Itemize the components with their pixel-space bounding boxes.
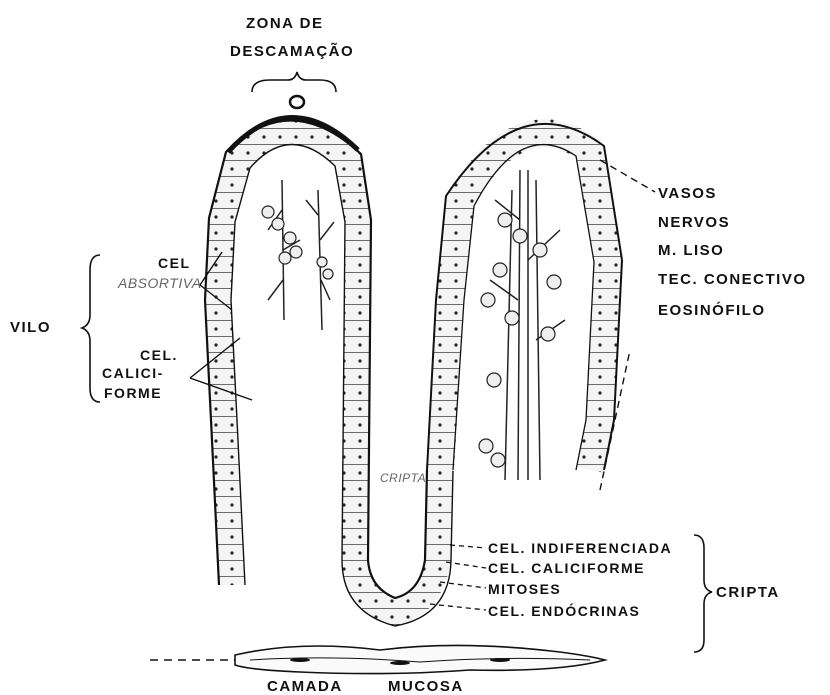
cripta-label: CRIPTA bbox=[716, 585, 780, 600]
cel-endocrinas-label: CEL. ENDÓCRINAS bbox=[488, 604, 640, 618]
cel-caliciforme-line2: CALICI- bbox=[102, 366, 164, 380]
cel-absortiva-line1: CEL bbox=[158, 256, 191, 270]
cel-caliciforme-line3: FORME bbox=[104, 386, 162, 400]
mitoses-label: MITOSES bbox=[488, 582, 561, 596]
camada-label: CAMADA bbox=[267, 679, 343, 694]
left-villus-cells bbox=[262, 206, 333, 279]
eosinofilo-label: EOSINÓFILO bbox=[658, 303, 766, 318]
zona-label-line2: DESCAMAÇÃO bbox=[230, 44, 354, 59]
mucosa-label: MUCOSA bbox=[388, 679, 464, 694]
shed-cell-icon bbox=[290, 96, 304, 108]
vilo-label: VILO bbox=[10, 320, 51, 335]
m-liso-label: M. LISO bbox=[658, 243, 724, 258]
cel-indiferenciada-label: CEL. INDIFERENCIADA bbox=[488, 541, 672, 555]
cripta-inner-label: CRIPTA bbox=[380, 472, 426, 484]
tec-conectivo-label: TEC. CONECTIVO bbox=[658, 272, 807, 287]
vasos-label: VASOS bbox=[658, 186, 717, 201]
zona-bracket bbox=[252, 72, 336, 92]
cel-absortiva-line2: ABSORTIVA bbox=[118, 276, 202, 290]
camada-mucosa-band bbox=[150, 645, 605, 673]
zona-label-line1: ZONA DE bbox=[246, 16, 323, 31]
cel-caliciforme-crypt-label: CEL. CALICIFORME bbox=[488, 561, 645, 575]
right-villus-epithelium bbox=[440, 133, 608, 470]
left-villus bbox=[205, 117, 453, 626]
left-villus-epithelium bbox=[218, 133, 440, 613]
vilo-bracket bbox=[82, 255, 100, 402]
cripta-bracket bbox=[694, 535, 712, 652]
nervos-label: NERVOS bbox=[658, 215, 730, 230]
cel-caliciforme-line1: CEL. bbox=[140, 348, 178, 362]
right-villus bbox=[427, 124, 622, 480]
